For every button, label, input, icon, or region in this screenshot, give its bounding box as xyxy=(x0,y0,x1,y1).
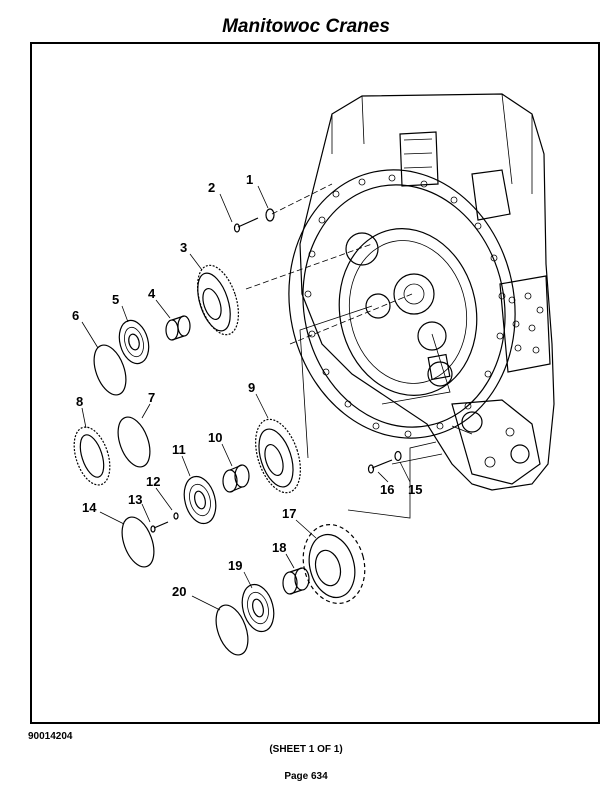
exploded-parts-diagram: 1 2 3 4 5 6 7 8 9 10 11 12 13 14 15 16 1… xyxy=(72,93,555,656)
page-number: Page 634 xyxy=(284,771,328,782)
sheet-indicator: (SHEET 1 OF 1) xyxy=(269,744,343,755)
callout-1: 1 xyxy=(246,172,253,187)
callout-15: 15 xyxy=(408,482,422,497)
part-16-screw xyxy=(367,459,393,474)
callout-10: 10 xyxy=(208,430,222,445)
document-number: 90014204 xyxy=(28,731,73,742)
callout-9: 9 xyxy=(248,380,255,395)
part-5-bearing xyxy=(118,319,150,365)
page-header-title: Manitowoc Cranes xyxy=(222,16,390,37)
callout-7: 7 xyxy=(148,390,155,405)
part-7-snap-ring xyxy=(117,416,151,468)
part-20-snap-ring xyxy=(215,604,249,656)
callout-18: 18 xyxy=(272,540,286,555)
part-17-gear xyxy=(302,523,366,605)
part-14-snap-ring xyxy=(121,516,155,568)
callout-16: 16 xyxy=(380,482,394,497)
callout-2: 2 xyxy=(208,180,215,195)
part-9-gear xyxy=(255,418,301,494)
part-18-spacer xyxy=(282,567,310,595)
callout-4: 4 xyxy=(148,286,156,301)
part-11-bearing xyxy=(183,475,217,525)
callout-19: 19 xyxy=(228,558,242,573)
callout-5: 5 xyxy=(112,292,119,307)
callout-17: 17 xyxy=(282,506,296,521)
part-8-gear-ring xyxy=(73,426,111,486)
part-1-o-ring xyxy=(265,208,275,222)
part-15-washer xyxy=(394,450,402,462)
callout-20: 20 xyxy=(172,584,186,599)
callout-8: 8 xyxy=(76,394,83,409)
callout-6: 6 xyxy=(72,308,79,323)
callout-numbers: 1 2 3 4 5 6 7 8 9 10 11 12 13 14 15 16 1… xyxy=(72,172,422,599)
part-3-gear xyxy=(196,264,240,336)
part-4-spacer xyxy=(165,315,191,341)
part-12-washer xyxy=(173,512,179,520)
callout-13: 13 xyxy=(128,492,142,507)
callout-leaders xyxy=(81,185,411,611)
callout-3: 3 xyxy=(180,240,187,255)
callout-14: 14 xyxy=(82,500,97,515)
leader-lines xyxy=(245,183,473,519)
part-19-bearing xyxy=(241,583,275,633)
callout-12: 12 xyxy=(146,474,160,489)
diagram-frame: 1 2 3 4 5 6 7 8 9 10 11 12 13 14 15 16 1… xyxy=(30,42,600,724)
transmission-housing xyxy=(288,93,555,491)
flange-bolt-holes xyxy=(304,174,506,438)
part-2-screw xyxy=(233,217,259,233)
part-6-snap-ring xyxy=(93,344,127,396)
callout-11: 11 xyxy=(172,442,186,457)
part-13-screw xyxy=(150,521,169,533)
part-10-spacer xyxy=(222,464,250,493)
